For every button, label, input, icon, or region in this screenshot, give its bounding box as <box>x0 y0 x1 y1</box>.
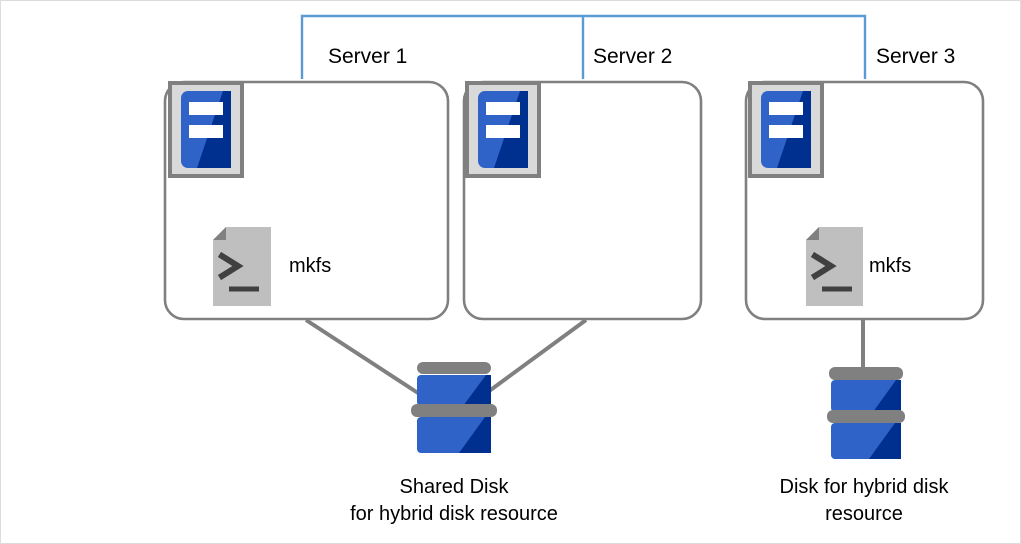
mkfs-label-server-1: mkfs <box>289 255 332 277</box>
server-label-3: Server 3 <box>876 45 956 68</box>
server-label-1: Server 1 <box>328 45 408 68</box>
server-icon <box>168 81 244 178</box>
mkfs-label-server-3: mkfs <box>869 255 912 277</box>
terminal-document-icon <box>213 227 271 306</box>
server-icon <box>465 81 541 178</box>
terminal-document-icon <box>806 227 863 306</box>
disk-stack-icon <box>411 362 497 453</box>
shared-disk-caption: Shared Disk for hybrid disk resource <box>304 474 604 528</box>
hybrid-disk-caption-line-1: Disk for hybrid disk <box>779 476 949 498</box>
server-icon <box>748 81 824 178</box>
hybrid-disk-caption: Disk for hybrid disk resource <box>734 474 994 528</box>
shared-disk-caption-line-2: for hybrid disk resource <box>350 503 558 525</box>
disk-stack-icon <box>827 367 905 459</box>
server-label-2: Server 2 <box>593 45 673 68</box>
hybrid-disk-caption-line-2: resource <box>825 503 903 525</box>
server-group-bracket <box>300 14 867 79</box>
connector-lines <box>304 318 865 410</box>
shared-disk-caption-line-1: Shared Disk <box>399 476 509 498</box>
